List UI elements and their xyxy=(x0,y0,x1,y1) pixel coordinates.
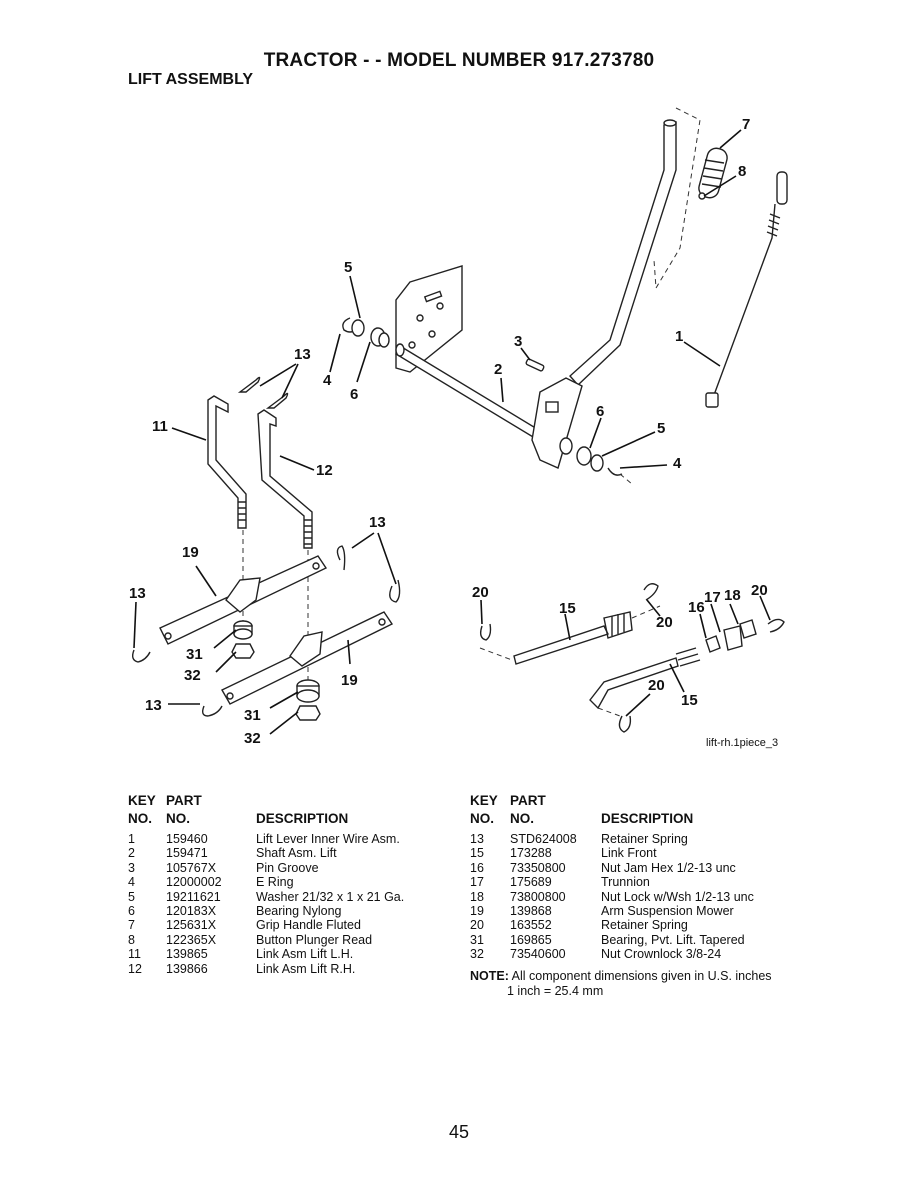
retainer-springs-arms xyxy=(131,545,401,717)
callout-32-upper: 32 xyxy=(184,667,201,684)
callout-18: 18 xyxy=(724,587,741,604)
callout-numbers: 7 8 5 1 3 2 13 4 6 11 6 5 4 12 13 19 13 … xyxy=(129,116,768,747)
mounting-plate xyxy=(395,265,463,373)
page-title: TRACTOR - - MODEL NUMBER 917.273780 xyxy=(263,50,655,71)
header-key: KEY xyxy=(128,793,156,808)
callout-19-upper: 19 xyxy=(182,544,199,561)
grip-handle xyxy=(698,147,728,199)
retainer-springs-front xyxy=(479,583,785,733)
callout-19-lower: 19 xyxy=(341,672,358,689)
callout-17: 17 xyxy=(704,589,721,606)
note-label: NOTE: xyxy=(470,969,509,983)
table-header-row-1: KEY PART xyxy=(128,793,448,810)
callout-4-right: 4 xyxy=(673,455,682,472)
header-key: KEY xyxy=(470,793,498,808)
callout-15-upper: 15 xyxy=(559,600,576,617)
link-front-lower xyxy=(589,647,701,717)
callout-13-arm-upper: 13 xyxy=(369,514,386,531)
right-shaft-hardware xyxy=(559,437,633,485)
shaft-bracket xyxy=(531,377,583,469)
callout-20-left: 20 xyxy=(472,584,489,601)
header-no-2: NO. xyxy=(166,811,191,826)
bearings-and-nuts xyxy=(231,620,321,721)
callout-13-bottom: 13 xyxy=(145,697,162,714)
note-conversion: 1 inch = 25.4 mm xyxy=(507,984,604,998)
header-no: NO. xyxy=(470,811,495,826)
table-header-row-2: NO. NO. DESCRIPTION xyxy=(470,810,800,828)
callout-5-left: 5 xyxy=(344,259,352,276)
callout-6-right: 6 xyxy=(596,403,604,420)
table-header-row-1: KEY PART xyxy=(470,793,800,810)
callout-4-left: 4 xyxy=(323,372,332,389)
header-description: DESCRIPTION xyxy=(256,811,349,826)
trunnion-hardware xyxy=(705,619,757,653)
callout-13-top: 13 xyxy=(294,346,311,363)
callout-3: 3 xyxy=(514,333,522,350)
page-number: 45 xyxy=(448,1122,470,1142)
arm-suspension-lower xyxy=(221,611,394,705)
lever-dashed-guide xyxy=(653,107,701,290)
figure-id-label: lift-rh.1piece_3 xyxy=(706,737,779,749)
callout-leaders xyxy=(133,129,771,735)
callout-12: 12 xyxy=(316,462,333,479)
retainer-springs-top xyxy=(237,376,289,409)
callout-5-right: 5 xyxy=(657,420,665,437)
pin-groove xyxy=(525,358,545,372)
header-no: NO. xyxy=(128,811,153,826)
callout-20-lower: 20 xyxy=(648,677,665,694)
lift-lever xyxy=(569,119,677,387)
header-description: DESCRIPTION xyxy=(601,811,694,826)
callout-16: 16 xyxy=(688,599,705,616)
callout-7: 7 xyxy=(742,116,750,133)
callout-1: 1 xyxy=(675,328,683,345)
table-header-row-2: NO. NO. DESCRIPTION xyxy=(128,810,448,828)
callout-32-lower: 32 xyxy=(244,730,261,747)
header-no-2: NO. xyxy=(510,811,535,826)
inner-wire-assembly xyxy=(705,171,788,408)
callout-20-right: 20 xyxy=(751,582,768,599)
link-lift-rh xyxy=(257,409,313,549)
callout-31-lower: 31 xyxy=(244,707,261,724)
link-lift-lh xyxy=(207,395,247,529)
section-title: LIFT ASSEMBLY xyxy=(128,71,254,88)
callout-8: 8 xyxy=(738,163,746,180)
header-part: PART xyxy=(166,793,202,808)
callout-31-upper: 31 xyxy=(186,646,203,663)
callout-2: 2 xyxy=(494,361,502,378)
callout-6-left: 6 xyxy=(350,386,358,403)
header-part: PART xyxy=(510,793,546,808)
callout-11: 11 xyxy=(152,418,168,435)
callout-20-mid: 20 xyxy=(656,614,673,631)
arm-suspension-upper xyxy=(159,555,328,645)
left-shaft-hardware xyxy=(342,317,390,348)
dimensions-note: NOTE: All component dimensions given in … xyxy=(470,969,772,999)
callout-15-lower: 15 xyxy=(681,692,698,709)
callout-13-left: 13 xyxy=(129,585,146,602)
note-text: All component dimensions given in U.S. i… xyxy=(508,969,772,983)
link-front-upper xyxy=(479,605,661,665)
